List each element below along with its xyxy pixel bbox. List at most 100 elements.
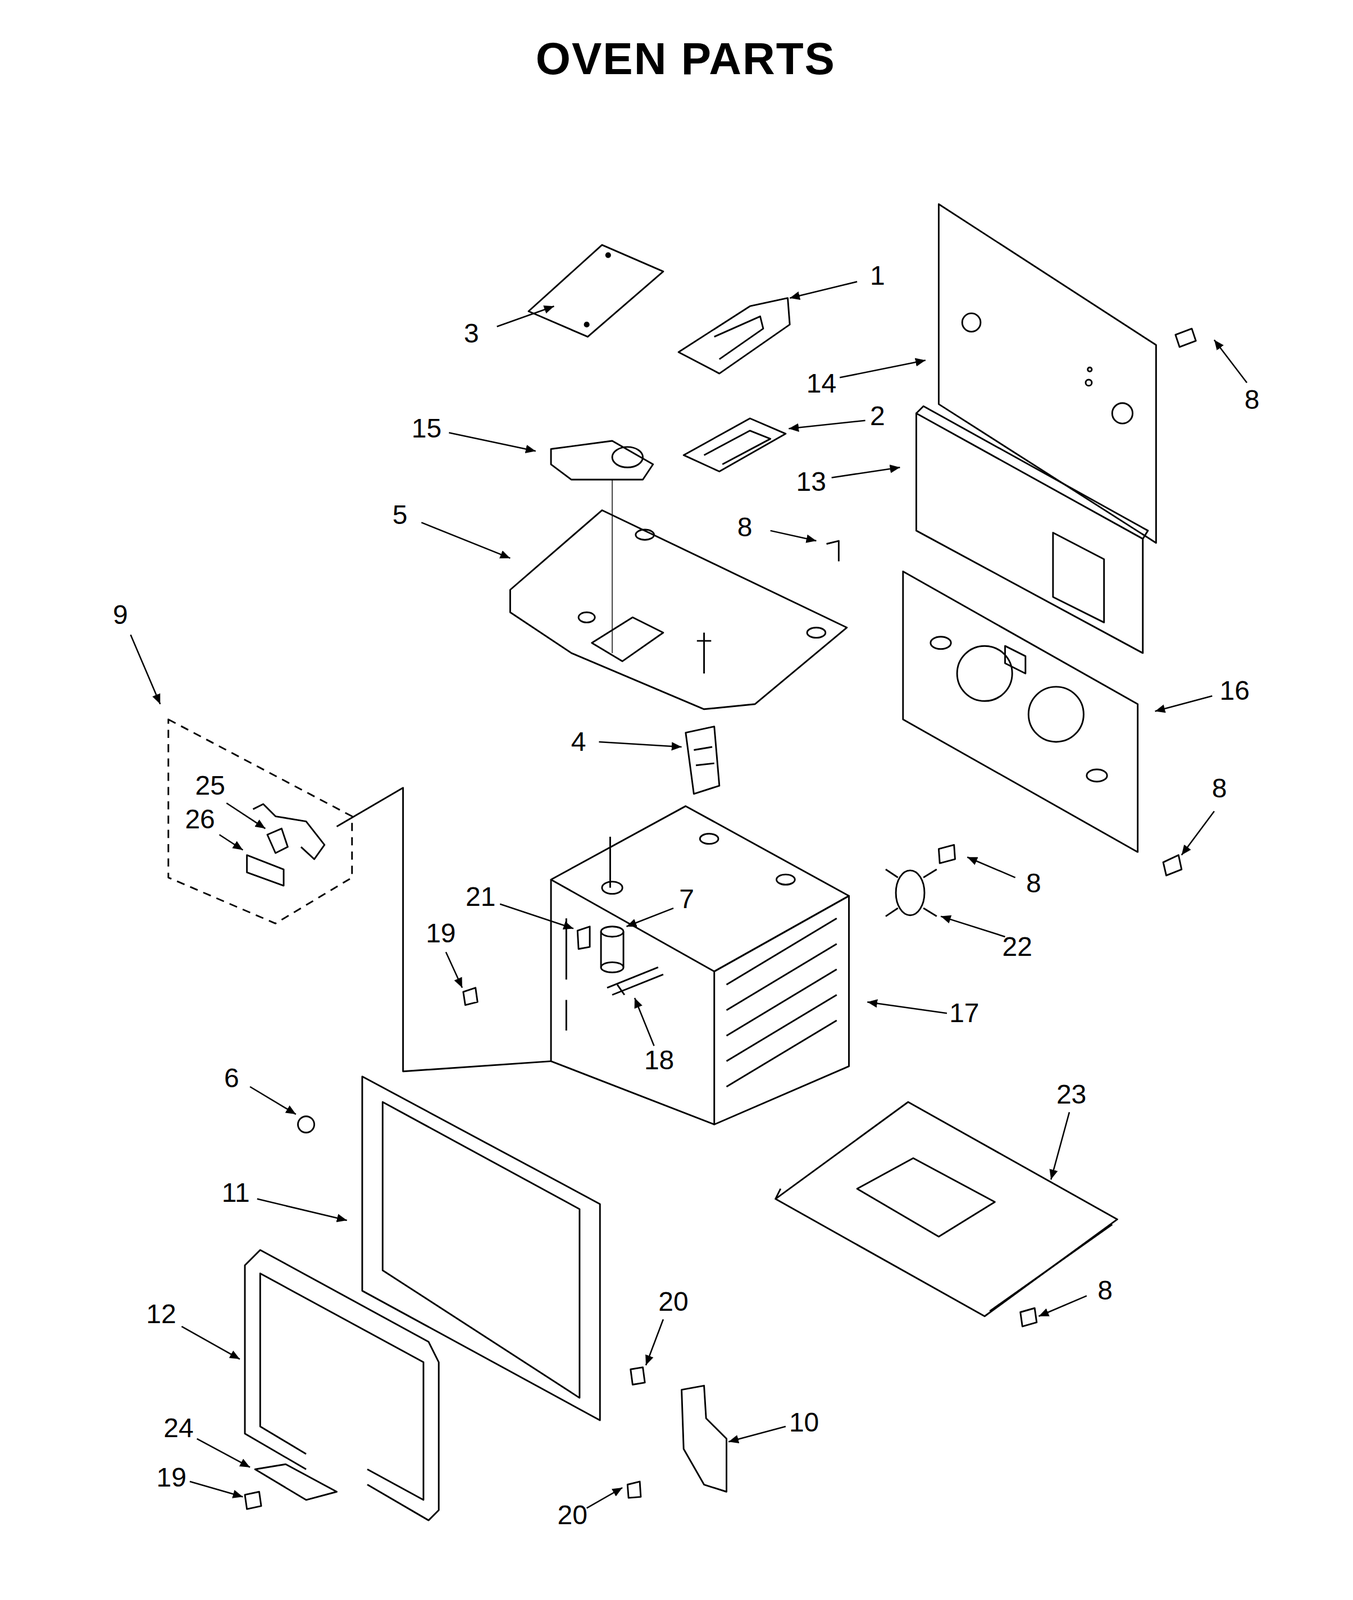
part-5-plate bbox=[635, 529, 655, 540]
part-5-plate bbox=[578, 612, 595, 623]
part-7-cylinder bbox=[600, 962, 624, 973]
leader-arrows bbox=[445, 951, 463, 988]
part-1-duct bbox=[714, 316, 764, 359]
part-17-cavity bbox=[726, 918, 837, 1087]
leader-arrows bbox=[645, 1319, 664, 1366]
part-15-motor bbox=[611, 479, 613, 654]
part-5-plate bbox=[807, 627, 826, 638]
part-24-clip bbox=[254, 1464, 337, 1501]
part-7-cylinder bbox=[600, 926, 624, 973]
callout-number: 22 bbox=[1002, 933, 1033, 961]
leader-arrows bbox=[788, 420, 865, 430]
part-4-board bbox=[685, 726, 720, 795]
part-9-group bbox=[247, 855, 284, 887]
part-10-bracket bbox=[681, 1385, 727, 1492]
callout-number: 4 bbox=[571, 728, 587, 756]
leader-arrows bbox=[770, 530, 817, 541]
part-10-bracket bbox=[681, 1385, 727, 1492]
callout-number: 5 bbox=[392, 501, 408, 529]
callout-number: 20 bbox=[658, 1288, 689, 1316]
part-17-cavity bbox=[550, 805, 849, 1125]
part-16-panel bbox=[930, 636, 951, 650]
part-22-spider bbox=[885, 869, 937, 917]
leader-arrows bbox=[499, 904, 574, 929]
part-22-spider bbox=[895, 870, 925, 916]
leader-arrows bbox=[1181, 811, 1215, 855]
leader-arrows bbox=[226, 803, 266, 829]
part-11-frame bbox=[362, 1076, 600, 1421]
part-17-cavity bbox=[550, 879, 715, 1125]
part-14-panel bbox=[962, 313, 981, 332]
leader-arrows bbox=[839, 360, 926, 378]
leader-arrows bbox=[130, 281, 1248, 1509]
callout-number: 19 bbox=[156, 1464, 187, 1492]
part-14-panel bbox=[1112, 403, 1133, 424]
part-2-tray bbox=[683, 418, 786, 472]
leader-arrows bbox=[831, 467, 901, 478]
callout-number: 21 bbox=[465, 883, 496, 911]
leader-arrows bbox=[181, 1326, 240, 1360]
part-14-panel bbox=[938, 204, 1156, 544]
screws bbox=[1175, 328, 1196, 348]
part-2-tray bbox=[704, 430, 771, 465]
leader-arrows bbox=[1038, 1295, 1087, 1316]
callout-number: 25 bbox=[195, 772, 226, 800]
part-13-panel bbox=[916, 406, 1148, 539]
part-12-gasket bbox=[244, 1250, 439, 1521]
callout-number: 8 bbox=[1026, 869, 1042, 897]
part-14-panel bbox=[1087, 367, 1092, 372]
screws bbox=[297, 1116, 314, 1133]
part-5-plate bbox=[697, 632, 712, 674]
part-15-motor bbox=[550, 440, 654, 654]
part-22-spider bbox=[885, 869, 937, 917]
leader-arrows bbox=[448, 432, 536, 451]
callout-number: 12 bbox=[146, 1300, 176, 1328]
callout-number: 20 bbox=[557, 1501, 587, 1529]
part-14-panel bbox=[938, 204, 1156, 544]
callout-number: 24 bbox=[163, 1414, 194, 1442]
part-5-plate bbox=[509, 510, 847, 710]
callout-number: 6 bbox=[224, 1064, 240, 1092]
screws bbox=[577, 926, 590, 950]
callout-number: 2 bbox=[869, 402, 886, 430]
part-17-cavity bbox=[602, 881, 623, 895]
callout-number: 9 bbox=[112, 601, 129, 629]
callout-number: 13 bbox=[796, 468, 827, 496]
part-16-panel bbox=[903, 571, 1138, 853]
part-13-panel bbox=[1053, 533, 1105, 623]
screws bbox=[463, 987, 478, 1006]
part-3-plate bbox=[528, 244, 664, 337]
screws bbox=[244, 328, 1196, 1510]
leader-arrows bbox=[1155, 695, 1213, 712]
part-5-plate bbox=[509, 510, 847, 710]
callout-number: 26 bbox=[184, 805, 215, 833]
part-17-cavity bbox=[550, 805, 849, 972]
part-17-cavity bbox=[565, 918, 568, 1031]
leader-arrows bbox=[219, 834, 244, 850]
part-23-tray bbox=[857, 1158, 995, 1237]
part-16-panel bbox=[1004, 645, 1025, 674]
callout-number: 8 bbox=[1212, 775, 1228, 803]
part-13-panel bbox=[916, 413, 1143, 654]
callout-number: 11 bbox=[221, 1179, 250, 1207]
part-9-group bbox=[253, 804, 325, 860]
part-24-clip bbox=[254, 1464, 337, 1501]
leader-arrows bbox=[867, 1001, 947, 1014]
leader-arrows bbox=[257, 1199, 348, 1221]
leader-arrows bbox=[940, 916, 1005, 937]
part-15-motor bbox=[550, 440, 654, 480]
part-16-panel bbox=[957, 645, 1013, 701]
part-23-tray bbox=[775, 1101, 1118, 1317]
callout-number: 17 bbox=[949, 999, 979, 1027]
part-3-plate bbox=[606, 253, 610, 258]
screws bbox=[244, 1491, 262, 1510]
part-18-sensor bbox=[607, 967, 664, 995]
callout-number: 15 bbox=[411, 415, 442, 443]
screws bbox=[826, 540, 840, 562]
leader-arrows bbox=[249, 1086, 296, 1115]
part-9-group bbox=[168, 719, 551, 1072]
diagram-title: OVEN PARTS bbox=[535, 36, 836, 82]
part-9-group bbox=[267, 828, 288, 854]
callout-number: 8 bbox=[1097, 1277, 1113, 1305]
